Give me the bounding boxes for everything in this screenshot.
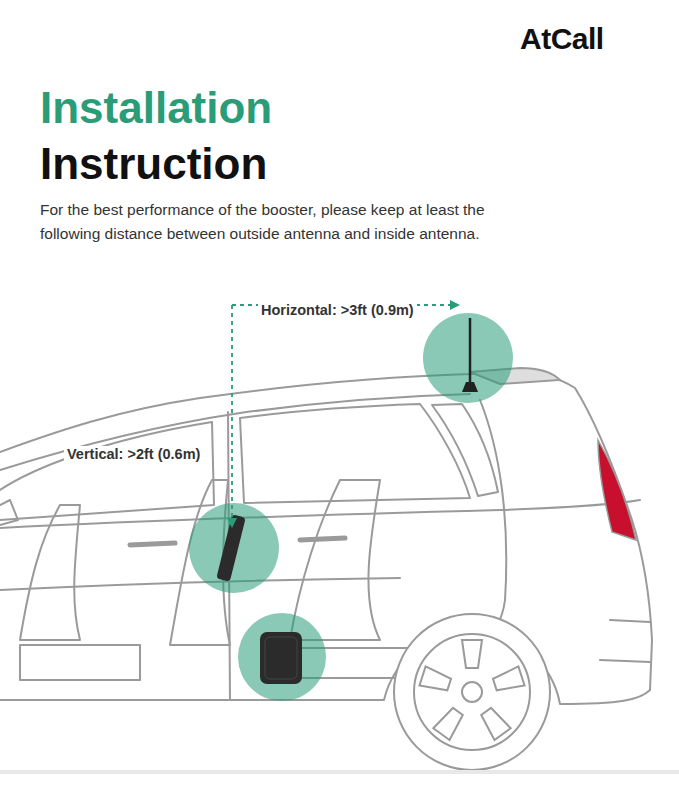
brand-logo: AtCall [520,22,604,56]
dimension-label: Vertical: >2ft (0.6m) [64,446,203,462]
dimension-label: Horizontal: >3ft (0.9m) [258,302,417,318]
instruction-text: For the best performance of the booster,… [40,198,540,246]
page-title: Installation Instruction [40,80,370,192]
